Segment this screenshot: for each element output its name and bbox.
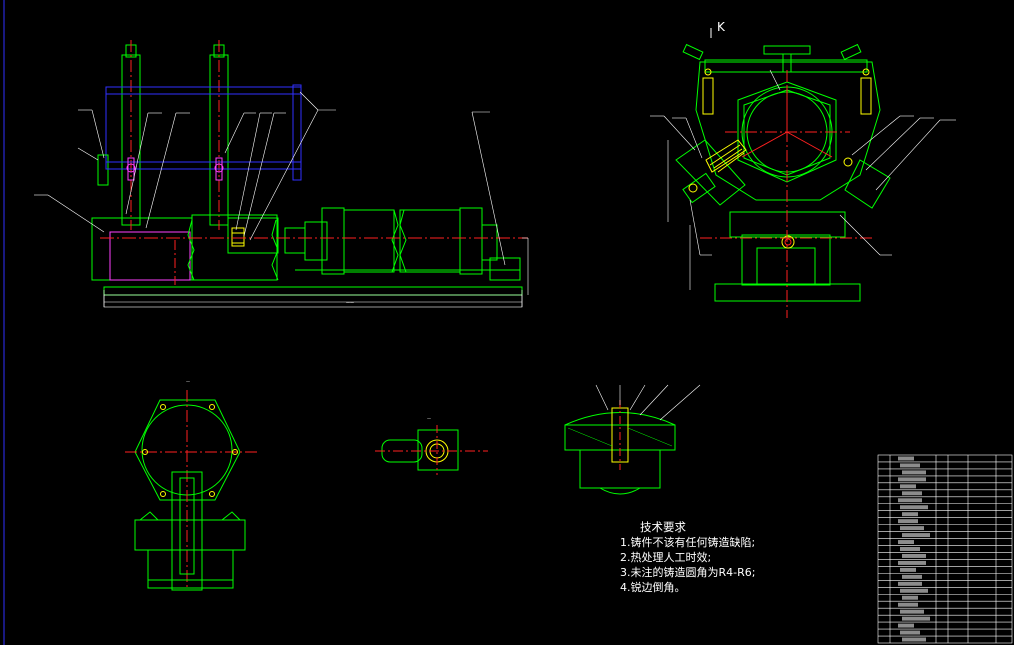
parts-table-cell-mark (902, 553, 926, 558)
parts-table-cell-mark (900, 526, 924, 531)
requirement-item-2: 2.热处理人工时效; (620, 551, 712, 564)
parts-table-cell-mark (902, 533, 930, 538)
parts-table-cell-mark (902, 574, 922, 579)
parts-table-cell-mark (900, 567, 916, 572)
parts-table-cell-mark (898, 623, 914, 628)
parts-table-cell-mark (902, 616, 930, 621)
parts-table-cell-mark (898, 581, 922, 586)
parts-table-cell-mark (902, 595, 918, 600)
requirement-item-1: 1.铸件不该有任何铸造缺陷; (620, 536, 756, 549)
parts-table-cell-mark (898, 498, 922, 503)
parts-table-cell-mark (902, 470, 926, 475)
front-view: —— (34, 40, 529, 308)
parts-table-cell-mark (900, 630, 920, 635)
technical-requirements: 技术要求 1.铸件不该有任何铸造缺陷; 2.热处理人工时效; 3.未注的铸造圆角… (620, 520, 755, 595)
svg-text:—: — (427, 416, 431, 421)
parts-table-cell-mark (902, 637, 926, 642)
svg-text:—: — (186, 379, 190, 384)
parts-table-cell-mark (900, 505, 928, 510)
parts-table-cell-mark (898, 519, 918, 524)
requirement-item-4: 4.锐边倒角。 (620, 581, 686, 594)
section-view-hexagon: — (125, 379, 260, 591)
parts-table-cell-mark (898, 602, 918, 607)
parts-table-cell-mark (900, 547, 920, 551)
parts-table-cell-mark (898, 560, 926, 565)
parts-list-table (877, 454, 1013, 644)
svg-text:——: —— (346, 300, 354, 305)
detail-lever: — (375, 416, 488, 475)
detail-section (564, 384, 701, 495)
parts-table-cell-mark (900, 609, 924, 614)
parts-table-cell-mark (902, 512, 918, 517)
parts-table-cell-mark (898, 456, 914, 461)
parts-table-cell-mark (900, 588, 928, 593)
parts-table-cell-mark (900, 484, 916, 489)
parts-table-cell-mark (902, 491, 922, 496)
parts-table-cell-mark (900, 463, 920, 468)
parts-table-border (877, 454, 1013, 644)
parts-table-cell-mark (898, 540, 914, 545)
technical-requirements-title: 技术要求 (640, 520, 686, 534)
parts-table-cell-mark (898, 477, 926, 482)
view-label-k: K (717, 20, 725, 34)
side-view (650, 28, 956, 318)
requirement-item-3: 3.未注的铸造圆角为R4-R6; (620, 566, 756, 579)
